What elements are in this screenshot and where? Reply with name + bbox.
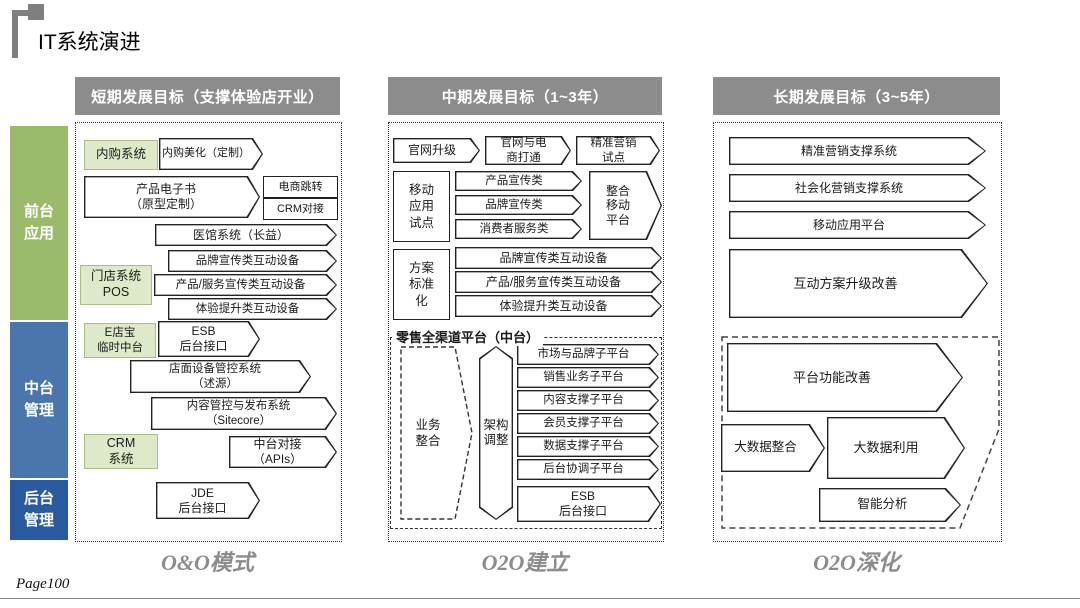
col-mid-area xyxy=(388,122,664,542)
box-product-promo: 产品宣传类 xyxy=(455,171,582,191)
bottom-rule xyxy=(0,598,1080,599)
deepening-region-outline xyxy=(721,336,1000,529)
row-label-middle: 中台 管理 xyxy=(10,322,68,478)
box-website-upgrade: 官网升级 xyxy=(393,138,480,163)
page-title: IT系统演进 xyxy=(38,31,141,54)
box-brand-promo: 品牌宣传类 xyxy=(455,195,582,215)
col-long-footer: O2O深化 xyxy=(813,550,900,575)
box-precision-pilot: 精准营销 试点 xyxy=(576,136,660,165)
box-product-devices-mid: 产品/服务宣传类互动设备 xyxy=(455,271,662,293)
box-mobile-platform: 移动应用平台 xyxy=(729,211,986,239)
box-subplatform-sales: 销售业务子平台 xyxy=(517,367,659,388)
row-label-backend: 后台 管理 xyxy=(10,480,68,540)
box-bigdata-integration: 大数据整合 xyxy=(721,424,825,472)
box-subplatform-market: 市场与品牌子平台 xyxy=(517,344,659,365)
col-mid-footer: O2O建立 xyxy=(481,550,569,575)
box-experience-devices-mid: 体验提升类互动设备 xyxy=(455,295,662,317)
box-brand-devices: 品牌宣传类互动设备 xyxy=(168,250,337,272)
box-interaction-upgrade: 互动方案升级改善 xyxy=(729,249,988,318)
box-smart-analysis: 智能分析 xyxy=(819,488,961,522)
box-crm-link: CRM对接 xyxy=(263,198,338,220)
box-edianbao: E店宝 临时中台 xyxy=(84,323,156,358)
box-store-pos: 门店系统 POS xyxy=(80,265,152,305)
omni-platform-label: 零售全渠道平台（中台） xyxy=(392,327,544,346)
box-content-publish: 内容管控与发布系统 （Sitecore） xyxy=(151,397,337,430)
box-mobile-pilot: 移动 应用 试点 xyxy=(393,171,450,242)
box-ecom-jump: 电商跳转 xyxy=(263,176,338,198)
box-clinic-system: 医馆系统（长益） xyxy=(155,224,337,246)
box-neigou-beautify: 内购美化（定制） xyxy=(159,138,263,170)
box-subplatform-content: 内容支撑子平台 xyxy=(517,390,659,411)
box-precision-support: 精准营销支撑系统 xyxy=(729,137,986,165)
box-arch-adjust: 架构 调整 xyxy=(479,346,513,520)
box-integrated-mobile: 整合 移动 平台 xyxy=(589,171,662,240)
box-subplatform-data: 数据支撑子平台 xyxy=(517,436,659,457)
box-subplatform-backend: 后台协调子平台 xyxy=(517,459,659,480)
box-esb-api-short: ESB 后台接口 xyxy=(158,321,260,357)
box-store-device-ctrl: 店面设备管控系统 （述源） xyxy=(130,360,311,393)
box-website-ecom: 官网与电 商打通 xyxy=(485,136,571,165)
box-mid-api: 中台对接 （APIs） xyxy=(229,436,337,468)
col-short-footer: O&O模式 xyxy=(161,550,254,575)
box-subplatform-member: 会员支撑子平台 xyxy=(517,413,659,434)
box-crm-system: CRM 系统 xyxy=(84,434,158,469)
col-long-header: 长期发展目标（3~5年） xyxy=(713,77,1000,115)
biz-integration-arrow xyxy=(400,346,473,520)
title-bracket-square xyxy=(28,4,44,20)
box-jde-api: JDE 后台接口 xyxy=(156,482,260,519)
page-number: Page100 xyxy=(16,576,70,592)
col-long-area xyxy=(713,122,1002,542)
box-consumer-service: 消费者服务类 xyxy=(455,219,582,239)
box-social-marketing: 社会化营销支撑系统 xyxy=(729,174,986,202)
box-experience-devices: 体验提升类互动设备 xyxy=(168,298,337,320)
box-neigou-system: 内购系统 xyxy=(84,140,158,170)
col-mid-header: 中期发展目标（1~3年） xyxy=(388,77,662,115)
box-plan-standard: 方案 标准 化 xyxy=(393,249,450,320)
box-brand-devices-mid: 品牌宣传类互动设备 xyxy=(455,247,662,269)
box-esb-api-mid: ESB 后台接口 xyxy=(517,486,661,522)
col-short-header: 短期发展目标（支撑体验店开业） xyxy=(75,77,340,115)
box-product-ebook: 产品电子书 （原型定制） xyxy=(84,176,260,218)
box-product-devices: 产品/服务宣传类互动设备 xyxy=(154,274,337,296)
col-short-area xyxy=(75,122,342,542)
box-platform-improve: 平台功能改善 xyxy=(727,343,963,412)
row-label-frontend: 前台 应用 xyxy=(10,126,68,320)
biz-integration-label: 业务 整合 xyxy=(415,417,441,448)
box-bigdata-usage: 大数据利用 xyxy=(827,417,965,479)
